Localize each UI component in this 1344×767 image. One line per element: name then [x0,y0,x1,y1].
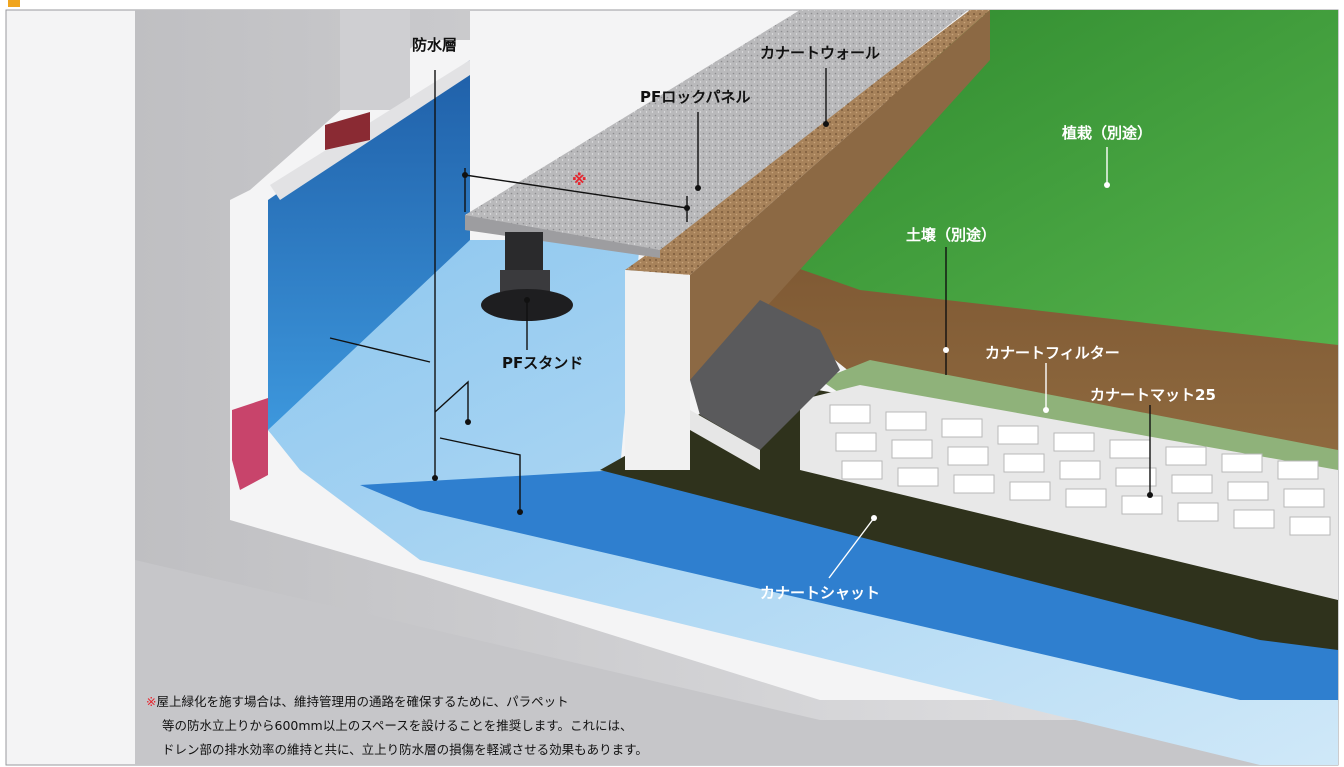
label-canart-filter: カナートフィルター [985,344,1120,362]
mat-cell [1277,460,1319,480]
mat-cell [1227,481,1269,501]
waterproof-edge-band [360,470,1338,700]
mat-cell [1065,488,1107,508]
mat-cell [1165,446,1207,466]
mat-cell [835,432,877,452]
mat-cell [1115,467,1157,487]
canart-wall-top [625,10,990,275]
mat-cell [941,418,983,438]
mat-cell [897,467,939,487]
mat-cell [1053,432,1095,452]
footnote: ※屋上緑化を施す場合は、維持管理用の通路を確保するために、パラペット 等の防水立… [146,690,766,762]
label-ref-mark: ※ [572,171,587,189]
mat-cell [1283,488,1325,508]
mat-cells [829,404,1331,536]
mat-cell [1059,460,1101,480]
footnote-line-3: ドレン部の排水効率の維持と共に、立上り防水層の損傷を軽減させる効果もあります。 [162,742,648,757]
label-shokusai: 植栽（別途） [1062,124,1152,142]
wall-shadow [135,560,1338,765]
mat-cell [947,446,989,466]
pf-rock-panel-edge [465,215,660,258]
mat-cell [953,474,995,494]
mat-cell [841,460,883,480]
footnote-mark: ※ [146,694,157,709]
header-marker [8,0,20,7]
label-pf-stand: PFスタンド [502,354,583,372]
pf-rock-panel [465,10,968,250]
canart-wall-side [625,270,690,470]
label-bousui: 防水層 [412,36,457,54]
mat-cell [1233,509,1275,529]
mat-cell [1109,439,1151,459]
footnote-line-1: 屋上緑化を施す場合は、維持管理用の通路を確保するために、パラペット [156,694,569,709]
drain-corner [232,398,268,490]
drain-sheet [600,380,1338,650]
mat-cell [885,411,927,431]
footnote-line-2: 等の防水立上りから600mm以上のスペースを設けることを推奨します。これには、 [162,718,633,733]
canart-wall-face [690,10,990,380]
mat-cell [1121,495,1163,515]
mat-cell [1177,502,1219,522]
header-strip [0,0,1344,8]
mat-cell [829,404,871,424]
leader-lines [329,68,1153,579]
wall-top [340,10,410,110]
mat-cell [891,439,933,459]
pf-stand [481,232,573,321]
mat-cell [1289,516,1331,536]
label-pf-rock-panel: PFロックパネル [640,88,751,106]
mat-cell [1009,481,1051,501]
drain-channel [690,300,840,450]
label-canart-wall: カナートウォール [760,44,880,62]
label-canart-shut: カナートシャット [760,584,880,602]
mat-cell [1221,453,1263,473]
drain-channel-base [690,410,760,470]
parapet-red [325,112,370,150]
mat-cell [1003,453,1045,473]
label-canart-mat: カナートマット25 [1090,386,1216,404]
label-dojou: 土壌（別途） [906,226,996,244]
mat-cell [1171,474,1213,494]
mat-cell [997,425,1039,445]
